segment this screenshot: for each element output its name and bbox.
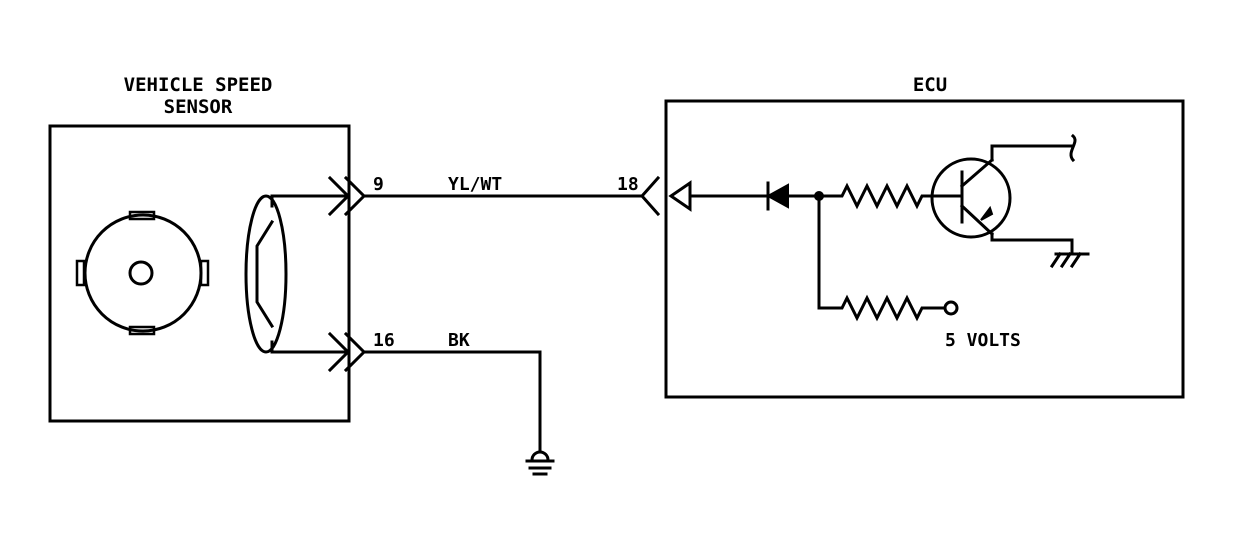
sensor-pin-16-label: 16 (373, 330, 395, 351)
chassis-ground-icon (525, 450, 555, 476)
ecu-ground-icon (1049, 251, 1090, 269)
signal-wire-color-code: YL/WT (448, 174, 502, 195)
tone-wheel-icon (75, 210, 210, 336)
ecu-box (664, 99, 1185, 399)
sensor-pin-9-label: 9 (373, 174, 384, 195)
base-resistor-icon (817, 182, 962, 210)
ground-wire-color-code: BK (448, 330, 470, 351)
vehicle-speed-sensor: VEHICLE SPEED SENSOR (48, 74, 367, 423)
sensor-box (48, 124, 351, 423)
diode-icon (765, 181, 821, 211)
sensor-title-line1: VEHICLE SPEED (124, 74, 273, 96)
ecu-pin-18-label: 18 (617, 174, 639, 195)
pullup-resistor-icon (817, 194, 959, 322)
ecu-title: ECU (913, 74, 947, 96)
signal-wire: 9 YL/WT 18 (362, 174, 644, 198)
transistor-icon (930, 133, 1077, 254)
ground-wire: 16 BK (362, 330, 542, 452)
ecu: ECU (639, 74, 1185, 399)
supply-voltage-label: 5 VOLTS (945, 330, 1021, 351)
sensor-title-line2: SENSOR (164, 96, 233, 118)
pickup-coil-icon (244, 194, 348, 354)
